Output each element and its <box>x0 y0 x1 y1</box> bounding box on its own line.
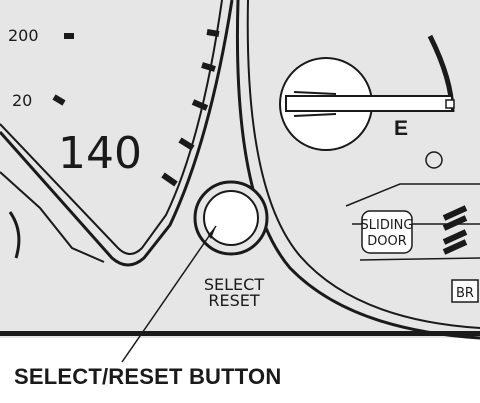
needle-hub-edge <box>8 211 21 259</box>
brake-indicator <box>451 279 479 303</box>
speed-tick <box>201 62 216 72</box>
sliding-door-text-line1: SLIDING <box>361 218 414 233</box>
indicator-strip-bottom <box>359 257 480 261</box>
fuel-needle <box>285 95 453 112</box>
speed-tick <box>178 137 195 151</box>
fuel-needle-tip <box>445 99 455 109</box>
speed-tick <box>206 29 220 37</box>
speedometer-outer-rim <box>0 0 234 267</box>
speed-label-140: 140 <box>58 128 142 179</box>
indicator-lamp <box>425 151 443 169</box>
lower-background <box>0 338 480 403</box>
panel-bottom-edge <box>0 331 480 336</box>
right-gauge-inner-rim <box>246 0 480 329</box>
speed-tick <box>161 172 178 187</box>
sliding-door-indicator <box>361 210 413 254</box>
fuel-empty-letter: E <box>394 117 408 140</box>
fuel-needle-hub-shading <box>293 91 337 117</box>
callout-arrowhead <box>208 226 216 239</box>
speed-tick-200 <box>64 33 74 39</box>
callout-caption: SELECT/RESET BUTTON <box>14 364 282 389</box>
indicator-slash-lower <box>442 229 468 255</box>
speedometer-bezel-shadow <box>0 171 105 263</box>
panel-background <box>0 0 480 338</box>
speed-label-200: 200 <box>8 26 39 45</box>
speed-tick-20 <box>52 94 66 106</box>
brake-indicator-text: BR <box>456 286 474 301</box>
speed-tick <box>191 99 209 111</box>
callout-leader-line <box>121 225 217 363</box>
indicator-slash-upper <box>442 205 468 231</box>
select-reset-button[interactable] <box>203 190 259 246</box>
speed-label-20: 20 <box>12 91 32 110</box>
button-label-line1: SELECT <box>204 275 264 294</box>
sliding-door-text-line2: DOOR <box>367 234 407 249</box>
right-gauge-outer-rim <box>235 0 480 340</box>
indicator-strip-top <box>345 183 480 207</box>
button-label-line2: RESET <box>208 291 259 310</box>
